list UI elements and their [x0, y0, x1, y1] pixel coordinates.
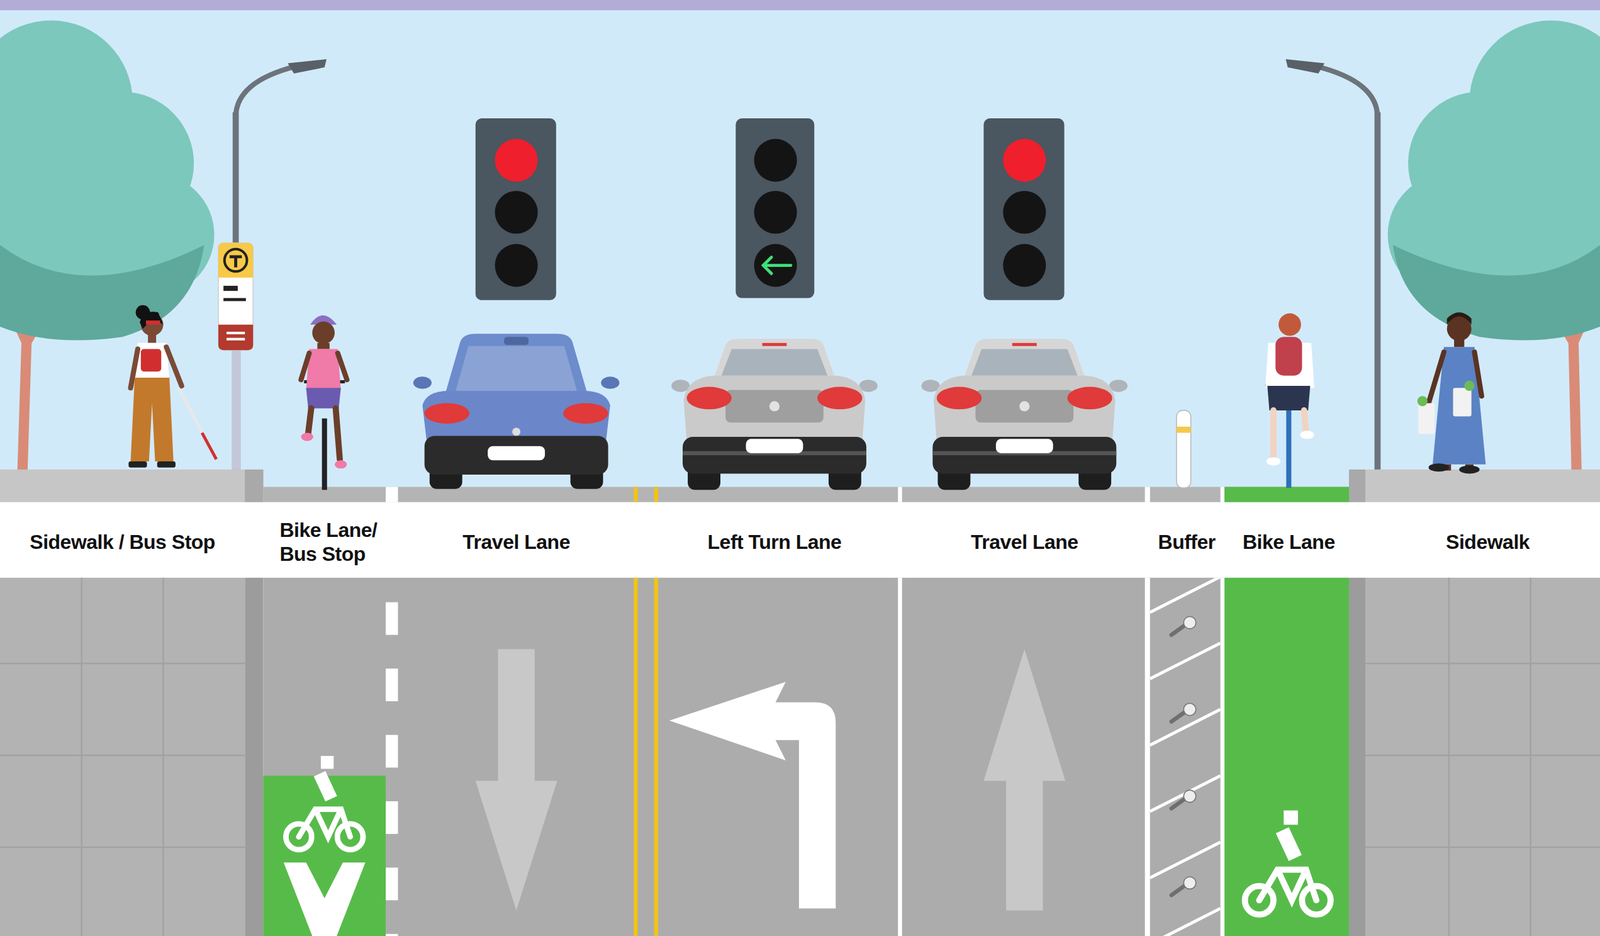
zone-label: Bike Lane/ Bus Stop: [279, 517, 411, 567]
zone-label: Left Turn Lane: [707, 529, 842, 554]
zone-label: Buffer: [1158, 529, 1216, 554]
zone-label: Sidewalk: [1445, 529, 1530, 554]
zone-label: Bike Lane: [1242, 529, 1336, 554]
zone-label: Travel Lane: [462, 529, 571, 554]
zone-label: Travel Lane: [970, 529, 1079, 554]
zone-label: Sidewalk / Bus Stop: [29, 529, 216, 554]
